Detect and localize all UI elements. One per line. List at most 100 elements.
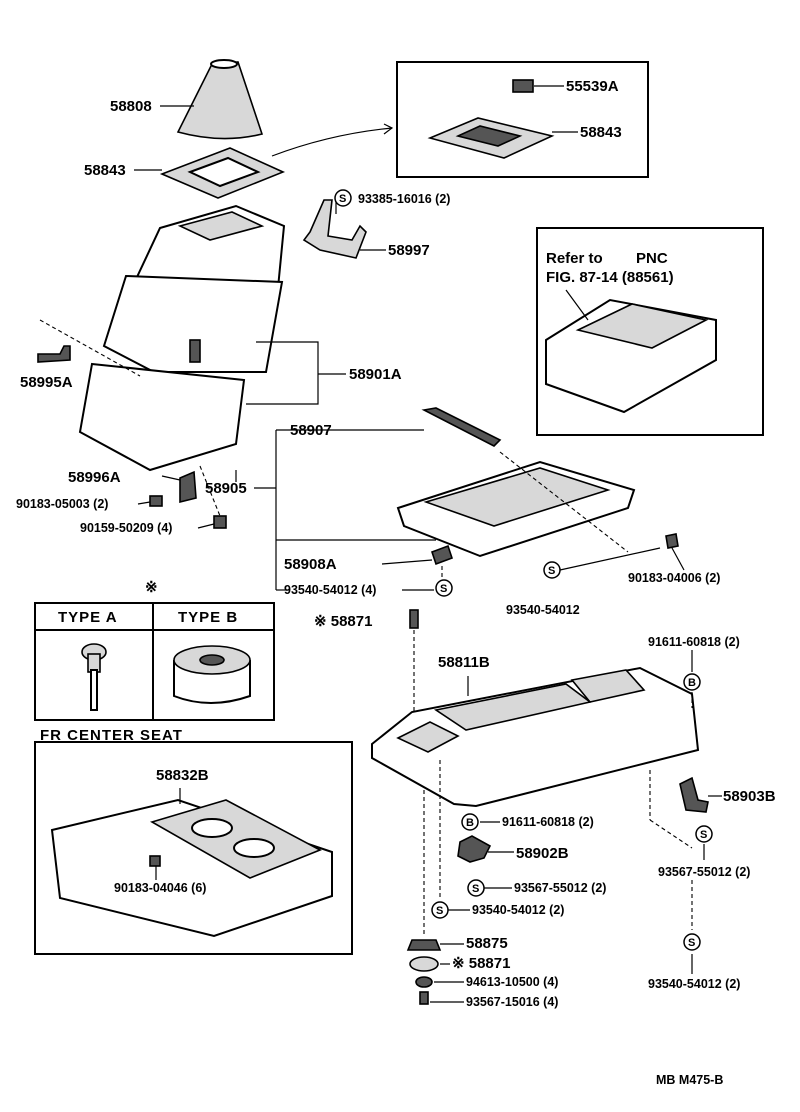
svg-text:S: S [688, 937, 695, 949]
screw-90159 [213, 515, 227, 529]
marker-s-93540-d: S [683, 933, 701, 951]
label-58843-inset: 58843 [580, 124, 622, 141]
lid-58907-inner [423, 467, 611, 527]
marker-s-93540-b: S [543, 561, 561, 579]
type-table-frame [34, 602, 275, 721]
dash-90159 [199, 465, 221, 517]
label-fig-ref: FIG. 87-14 (88561) [546, 269, 674, 286]
washer-94613 [415, 976, 433, 988]
bracket-58901a [246, 341, 319, 405]
label-58871-top: ※ 58871 [314, 613, 373, 630]
shift-boot-top [210, 59, 238, 69]
clip-58908a [430, 544, 454, 566]
svg-text:B: B [466, 817, 474, 829]
leader-refer [565, 289, 589, 321]
svg-text:B: B [688, 677, 696, 689]
label-type-b: TYPE B [178, 609, 239, 626]
leader-90183-05003 [137, 501, 151, 505]
label-58997: 58997 [388, 242, 430, 259]
console-upper-opening [177, 211, 265, 241]
type-b-hole [199, 654, 225, 666]
label-90159: 90159-50209 (4) [80, 521, 173, 535]
label-90183-04006: 90183-04006 (2) [628, 571, 721, 585]
bracket-58997 [302, 199, 367, 259]
label-type-a: TYPE A [58, 609, 118, 626]
label-fr-center-seat: FR CENTER SEAT [40, 727, 183, 744]
marker-b-91611-a: B [683, 673, 701, 691]
label-58908a: 58908A [284, 556, 337, 573]
label-93567-a: 93567-55012 (2) [514, 881, 607, 895]
label-58843: 58843 [84, 162, 126, 179]
screw-93567-15016 [419, 991, 429, 1005]
console-58811b-rear-tray [570, 669, 646, 703]
dash-lid-right [499, 451, 629, 553]
leader-58908a [381, 559, 433, 565]
leader-58996a [161, 475, 181, 481]
svg-text:S: S [472, 883, 479, 895]
marker-s-93567-a: S [467, 879, 485, 897]
svg-text:S: S [436, 905, 443, 917]
label-58907: 58907 [290, 422, 332, 439]
fr-center-seat-frame [34, 741, 353, 955]
console-58811b [371, 666, 700, 808]
inset-frame-refer [536, 227, 764, 436]
label-90183-05003: 90183-05003 (2) [16, 497, 109, 511]
label-93385: 93385-16016 (2) [358, 192, 451, 206]
label-asterisk: ※ [145, 579, 158, 596]
label-91611-b: 91611-60818 (2) [502, 815, 594, 829]
nut-90183-05003 [149, 495, 163, 507]
hinge-58907 [421, 407, 502, 447]
bezel-opening [187, 156, 261, 188]
console-58811b-pocket [396, 721, 460, 753]
label-93567-b: 93567-55012 (2) [658, 865, 751, 879]
label-58996a: 58996A [68, 469, 121, 486]
svg-text:S: S [548, 565, 555, 577]
label-pnc: PNC [636, 250, 668, 267]
bracket-58903b [679, 776, 709, 813]
clip-90183-04006 [665, 533, 679, 549]
label-58832b: 58832B [156, 767, 209, 784]
label-58995a: 58995A [20, 374, 73, 391]
marker-s-93540-a: S [435, 579, 453, 597]
label-58905: 58905 [205, 480, 247, 497]
label-58903b: 58903B [723, 788, 776, 805]
console-lower [78, 362, 246, 472]
nut-90183-04046 [149, 855, 161, 867]
label-94613: 94613-10500 (4) [466, 975, 559, 989]
marker-s-93385: S [334, 189, 352, 207]
leader-93540-b [559, 547, 661, 571]
clip-58996a [179, 470, 197, 504]
label-58902b: 58902B [516, 845, 569, 862]
dash-rh-2 [649, 819, 693, 849]
label-90183-04046: 90183-04046 (6) [114, 881, 207, 895]
label-58811b: 58811B [438, 654, 490, 671]
pin-58871 [409, 609, 419, 629]
svg-text:S: S [339, 193, 346, 205]
inset-frame-58843 [396, 61, 649, 178]
type-a-shank [90, 669, 98, 711]
shift-boot-58808 [176, 61, 264, 140]
inset-bezel-opening [455, 125, 523, 147]
label-93540-c: 93540-54012 (2) [472, 903, 565, 917]
cap-58871 [409, 956, 439, 972]
label-93540-b: 93540-54012 [506, 603, 580, 617]
label-55539a: 55539A [566, 78, 619, 95]
refer-tray-opening [575, 303, 709, 349]
label-93540-d: 93540-54012 (2) [648, 977, 741, 991]
grommet-58875 [406, 939, 442, 951]
leader-90159 [197, 523, 215, 529]
bracket-58995a [37, 345, 71, 363]
label-refer-to: Refer to [546, 250, 603, 267]
label-58808: 58808 [110, 98, 152, 115]
cup-hole-1 [191, 818, 233, 838]
svg-text:S: S [700, 829, 707, 841]
console-middle [102, 274, 284, 373]
footer-code: MB M475-B [656, 1073, 724, 1087]
svg-text:S: S [440, 583, 447, 595]
label-58875: 58875 [466, 935, 508, 952]
inset-arrow-head [383, 123, 394, 135]
leader-90183-04006 [671, 547, 685, 571]
marker-b-91611-b: B [461, 813, 479, 831]
